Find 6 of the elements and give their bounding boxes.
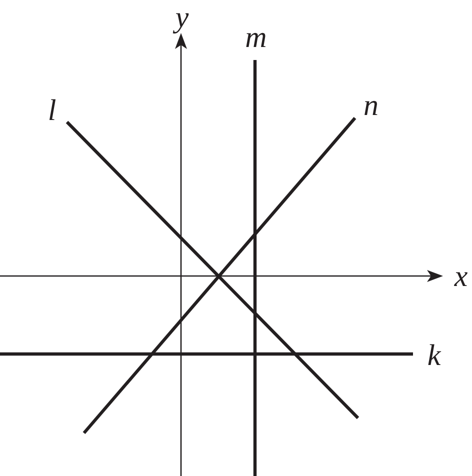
line-label: m <box>245 23 267 53</box>
axis-label: x <box>454 262 468 292</box>
line-label: l <box>48 96 56 126</box>
axis-label: y <box>175 3 189 33</box>
line-label: k <box>427 341 441 371</box>
line-label: n <box>364 91 378 121</box>
